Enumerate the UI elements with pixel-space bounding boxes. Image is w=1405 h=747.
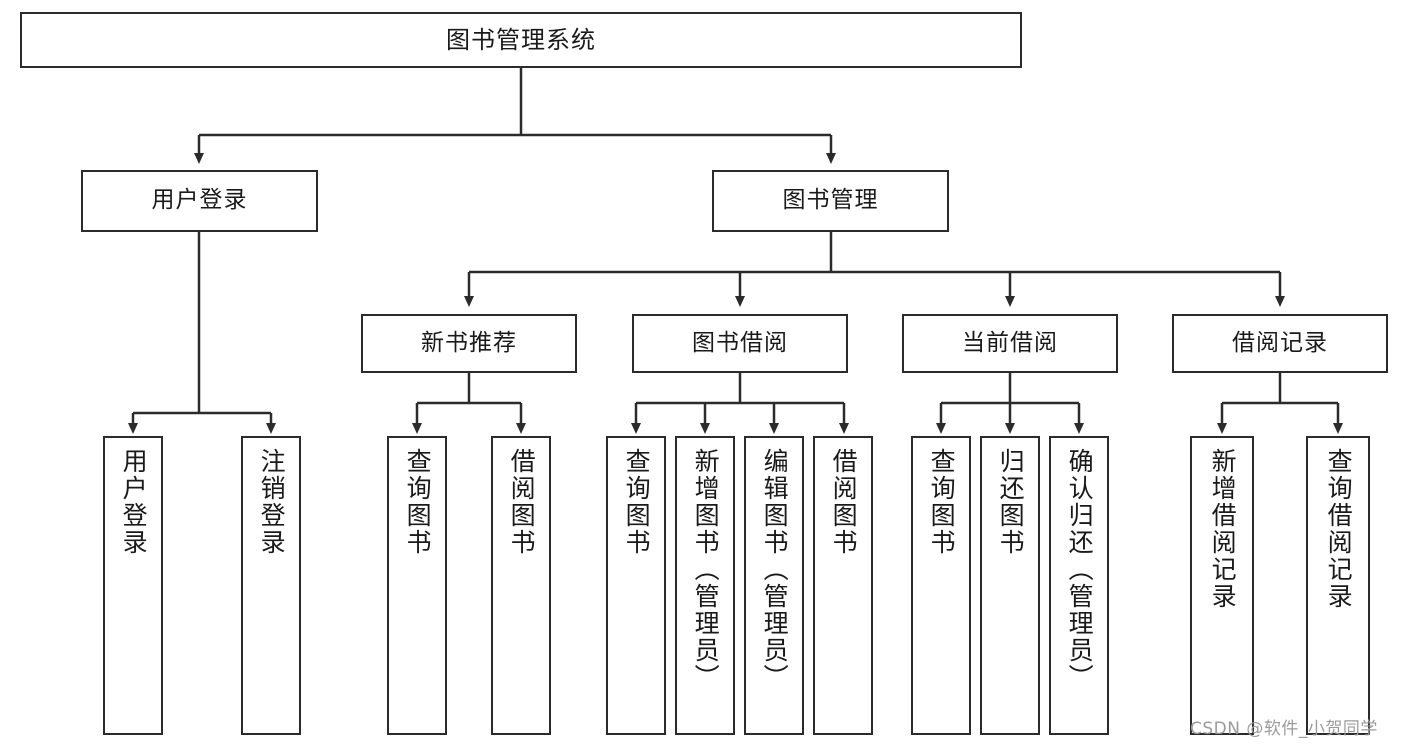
leaf-new-book-borrow[interactable]: 借阅图书	[491, 436, 551, 735]
node-label: 新增图书（管理员）	[691, 448, 721, 691]
leaf-record-add-borrow-record[interactable]: 新增借阅记录	[1190, 436, 1254, 735]
node-current-borrowing[interactable]: 当前借阅	[902, 314, 1118, 373]
leaf-borrow-query-book[interactable]: 查询图书	[606, 436, 666, 735]
csdn-watermark: CSDN @软件_小贺同学	[1190, 719, 1378, 739]
node-new-book-recommendation[interactable]: 新书推荐	[361, 314, 577, 373]
node-label: 当前借阅	[962, 329, 1058, 356]
node-label: 确认归还（管理员）	[1065, 448, 1095, 691]
node-label: 归还图书	[996, 448, 1026, 556]
node-label: 用户登录	[151, 187, 248, 214]
node-label: 图书管理	[782, 187, 879, 214]
leaf-record-query-borrow-record[interactable]: 查询借阅记录	[1306, 436, 1370, 735]
node-label: 借阅记录	[1232, 329, 1328, 356]
node-label: 注销登录	[257, 448, 287, 556]
node-label: 查询图书	[403, 448, 433, 556]
node-label: 图书管理系统	[446, 25, 596, 54]
node-label: 编辑图书（管理员）	[760, 448, 790, 691]
node-user-login[interactable]: 用户登录	[81, 170, 318, 232]
node-label: 新增借阅记录	[1208, 448, 1238, 610]
leaf-current-query-book[interactable]: 查询图书	[911, 436, 971, 735]
node-root-library-management-system[interactable]: 图书管理系统	[20, 12, 1022, 68]
node-label: 图书借阅	[692, 329, 788, 356]
node-label: 借阅图书	[829, 448, 859, 556]
node-book-borrowing[interactable]: 图书借阅	[632, 314, 848, 373]
node-label: 借阅图书	[507, 448, 537, 556]
leaf-new-book-query[interactable]: 查询图书	[387, 436, 447, 735]
leaf-current-return-book[interactable]: 归还图书	[980, 436, 1040, 735]
node-label: 查询借阅记录	[1324, 448, 1354, 610]
leaf-borrow-edit-book-admin[interactable]: 编辑图书（管理员）	[744, 436, 804, 735]
node-label: 用户登录	[119, 448, 149, 556]
leaf-user-login-signout[interactable]: 注销登录	[241, 436, 301, 735]
node-label: 新书推荐	[421, 329, 517, 356]
leaf-user-login-signin[interactable]: 用户登录	[103, 436, 163, 735]
node-borrowing-record[interactable]: 借阅记录	[1172, 314, 1388, 373]
node-label: 查询图书	[927, 448, 957, 556]
node-book-management[interactable]: 图书管理	[712, 170, 949, 232]
leaf-borrow-borrow-book[interactable]: 借阅图书	[813, 436, 873, 735]
node-label: 查询图书	[622, 448, 652, 556]
leaf-current-confirm-return-admin[interactable]: 确认归还（管理员）	[1049, 436, 1109, 735]
leaf-borrow-add-book-admin[interactable]: 新增图书（管理员）	[675, 436, 735, 735]
